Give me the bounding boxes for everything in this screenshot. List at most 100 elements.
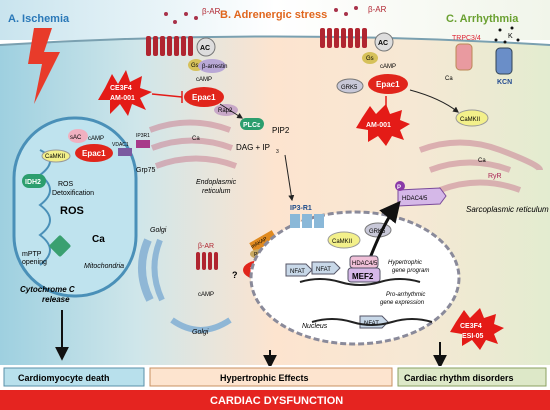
nucleus-label: Nucleus — [302, 323, 328, 330]
sac-label: sAC — [70, 135, 82, 141]
endoplasmic-reticulum — [148, 119, 238, 169]
camp-label-golgi: cAMP — [198, 292, 214, 298]
idh2-node — [22, 174, 46, 188]
outcome-hypertrophic-label: Hypertrophic Effects — [220, 373, 309, 383]
sarcoplasmic-reticulum — [418, 139, 543, 193]
makap-node — [249, 230, 277, 252]
camkii-label-nucleus: CaMKII — [332, 239, 352, 245]
outcome-death-label: Cardiomyocyte death — [18, 373, 110, 383]
camp-label-right: cAMP — [380, 64, 396, 70]
mptp-pore — [49, 235, 71, 257]
mitochondria — [12, 116, 138, 298]
dag-ip3-label: DAG + IP — [236, 143, 270, 152]
section-arrhythmia-title: C. Arrhythmia — [446, 13, 519, 25]
mef2-node — [347, 267, 381, 283]
grk5-label-nucleus: GRK5 — [369, 229, 386, 235]
dna-strand-1 — [299, 278, 421, 286]
nfat-node-1 — [311, 261, 341, 275]
epac1-node-mito — [75, 144, 113, 162]
lightning-bolt-icon — [28, 28, 60, 104]
nfat-node-cyto — [285, 263, 313, 277]
hdac-label-nuc: HDAC4/5 — [352, 261, 378, 267]
am001-label-left: AM-001 — [110, 95, 135, 102]
ca2-label: Ca — [92, 234, 105, 245]
cell-membrane — [0, 35, 550, 46]
outcome-rhythm-box — [397, 367, 547, 387]
golgi-apparatus — [137, 238, 232, 333]
epac1-label-mito: Epac1 — [82, 149, 106, 158]
epac1-node-center — [184, 87, 224, 107]
mef2-label: MEF2 — [352, 272, 374, 281]
golgi-label-top: Golgi — [150, 227, 167, 234]
nfat-label-1: NFAT — [316, 267, 331, 273]
epac1-label-right: Epac1 — [376, 80, 400, 89]
outcome-hypertrophic-box — [149, 367, 393, 387]
vdac1-label: VDAC1 — [112, 142, 129, 148]
camkii-node-nucleus — [327, 231, 361, 249]
golgi-label-bottom: Golgi — [192, 329, 209, 336]
hdac-export-arrow — [368, 200, 401, 259]
ce3f4-label-bottom: CE3F4 — [460, 323, 482, 330]
dna-strand-2 — [311, 318, 433, 326]
camkii-node-right — [455, 109, 489, 127]
beta-ar-receptor-left: β-AR — [146, 7, 221, 56]
ac-node-left — [196, 37, 216, 57]
dysfunction-banner — [0, 390, 550, 410]
grp75-label: Grp75 — [136, 167, 156, 174]
beta-ar-receptor-right: β-AR — [320, 5, 387, 48]
camkii-label-mito: CaMKII — [45, 154, 65, 160]
k-ion-label: K — [508, 33, 513, 40]
mitochondria-label: Mitochondria — [84, 263, 124, 270]
grk5-label-top: GRK5 — [341, 85, 358, 91]
outcome-rhythm-label: Cardiac rhythm disorders — [404, 373, 514, 383]
sr-label: Sarcoplasmic reticulum — [466, 205, 549, 214]
ca-ion-label-er: Ca — [192, 136, 200, 142]
plce-label: PLCε — [243, 122, 261, 129]
ros-label: ROS — [60, 205, 84, 217]
inhibitor-burst-right — [356, 104, 410, 146]
inhibition-line-left — [151, 93, 183, 98]
pip2-label: PIP2 — [272, 126, 290, 135]
gs-label-right: Gs — [366, 56, 374, 62]
inhibitor-burst-left — [98, 70, 152, 116]
am001-label-right: AM-001 — [366, 122, 391, 129]
camp-label-top: cAMP — [196, 77, 212, 83]
beta-ar-receptor-golgi — [196, 252, 218, 270]
extracellular-bg — [0, 0, 550, 40]
beta-ar-label-golgi: β-AR — [198, 243, 214, 250]
ca-ion-label-trpc: Ca — [445, 76, 453, 82]
vdac1-node — [118, 148, 132, 156]
question-mark: ? — [232, 270, 238, 280]
plce-node — [240, 118, 264, 130]
gs-node-right — [362, 52, 378, 64]
outcome-death-box — [3, 367, 145, 387]
section-ischemia-title: A. Ischemia — [8, 13, 70, 25]
phospho-label: P — [397, 185, 401, 191]
phospho-badge — [395, 181, 405, 191]
trpc-label: TRPC3/4 — [452, 35, 481, 42]
gs-label-left: Gs — [191, 63, 199, 69]
hdac-label-exported: HDAC4/5 — [402, 196, 428, 202]
ip3r1-nuc-label: IP3-R1 — [290, 205, 312, 212]
epac1-label-center: Epac1 — [192, 93, 216, 102]
beta-ar-label-left: β-AR — [202, 7, 221, 16]
beta-arrestin-label: β-arrestin — [202, 64, 227, 70]
inhibitor-burst-bottom — [450, 308, 504, 350]
dysfunction-label: CARDIAC DYSFUNCTION — [210, 395, 343, 407]
rap2-label: Rap2 — [218, 108, 233, 114]
beta-ar-label-right: β-AR — [368, 5, 387, 14]
trpc-channel — [455, 43, 473, 71]
ryr-label: RyR — [488, 173, 502, 180]
section-adrenergic-title: B. Adrenergic stress — [220, 9, 327, 21]
epac1-node-right — [368, 74, 408, 94]
ca-ion-label-sr: Ca — [478, 158, 486, 164]
rap2-node — [214, 104, 238, 116]
sac-node — [68, 129, 88, 143]
